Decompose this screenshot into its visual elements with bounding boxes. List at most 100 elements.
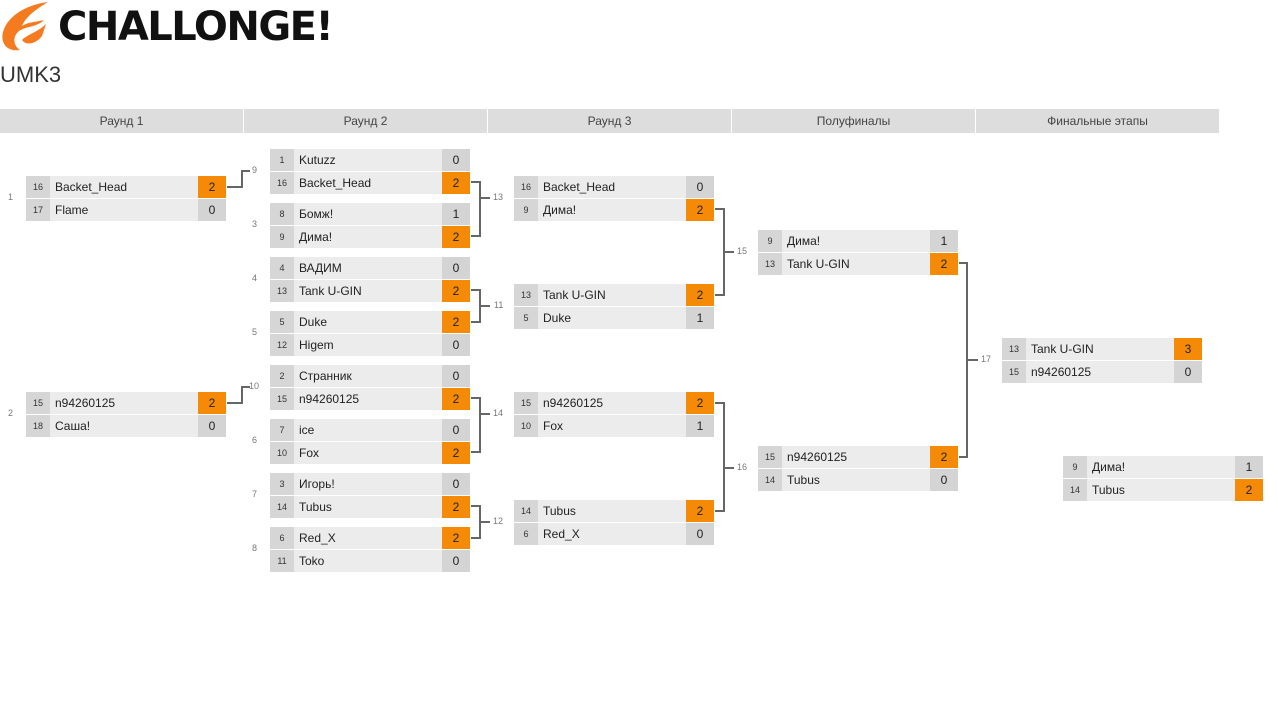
participant-name: Duke	[543, 311, 572, 325]
score: 0	[198, 415, 226, 437]
score: 0	[686, 523, 714, 545]
participant-name: n94260125	[787, 450, 848, 464]
seed: 12	[270, 334, 294, 356]
seed: 6	[514, 523, 538, 545]
seed: 7	[270, 419, 294, 441]
score: 3	[1174, 338, 1202, 360]
participant-name: Higem	[299, 338, 334, 352]
participant-row[interactable]: 6 Red_X 0	[514, 523, 714, 545]
participant-row[interactable]: 9 Дима! 2	[514, 199, 714, 221]
match-number: 3	[252, 219, 258, 229]
seed: 9	[270, 226, 294, 248]
match-number: 2	[8, 408, 14, 418]
participant-name: Fox	[299, 446, 320, 460]
score: 2	[686, 199, 714, 221]
seed: 15	[514, 392, 538, 414]
participant-name: Игорь!	[299, 477, 335, 491]
participant-name: Дима!	[787, 234, 821, 248]
score: 2	[930, 446, 958, 468]
match-number: 6	[252, 435, 258, 445]
seed: 9	[514, 199, 538, 221]
score: 0	[686, 176, 714, 198]
participant-name: Дима!	[543, 203, 577, 217]
score: 2	[442, 388, 470, 410]
match-number: 4	[252, 273, 258, 283]
participant-name: Kutuzz	[299, 153, 336, 167]
participant-name: Red_X	[543, 527, 580, 541]
logo-text: CHALLONGE!	[58, 4, 334, 50]
challonge-logo[interactable]: CHALLONGE!	[0, 0, 334, 54]
match-number: 13	[493, 192, 504, 202]
score: 1	[442, 203, 470, 225]
participant-name: Backet_Head	[55, 180, 128, 194]
score: 0	[442, 473, 470, 495]
match-number: 15	[737, 246, 748, 256]
participant-name: Tank U-GIN	[1031, 342, 1094, 356]
seed: 13	[270, 280, 294, 302]
participant-name: Tubus	[299, 500, 332, 514]
seed: 11	[270, 550, 294, 572]
match-number: 5	[252, 327, 258, 337]
participant-name: Fox	[543, 419, 564, 433]
participant-name: Странник	[299, 369, 352, 383]
participant-name: Backet_Head	[543, 180, 616, 194]
score: 1	[1235, 456, 1263, 478]
participant-name: ВАДИМ	[299, 261, 342, 275]
participant-row[interactable]: 3 Игорь! 0	[270, 473, 470, 495]
round-header-semifinals: Полуфиналы	[732, 109, 975, 133]
score: 0	[442, 550, 470, 572]
seed: 3	[270, 473, 294, 495]
